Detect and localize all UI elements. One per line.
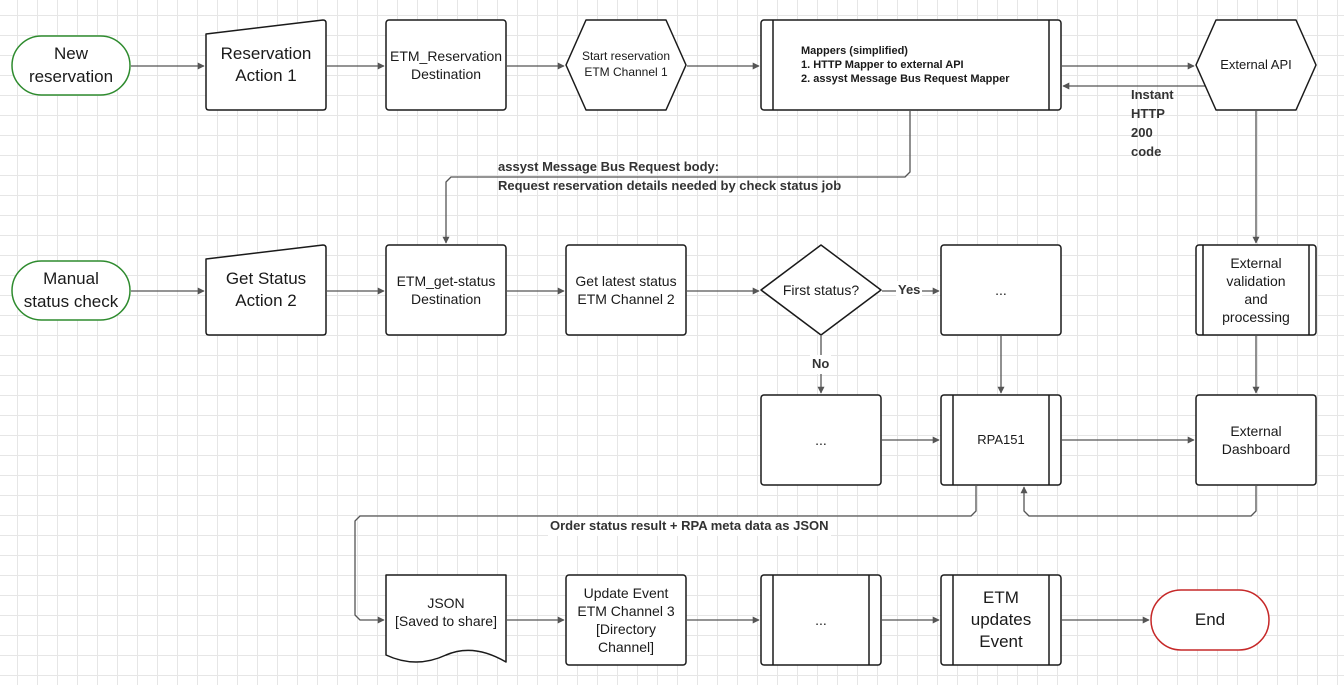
node-etm-get-status-destination (385, 244, 507, 336)
node-external-api (1195, 19, 1317, 111)
node-end (1150, 589, 1270, 651)
node-external-dashboard (1195, 394, 1317, 486)
edge-label-order-status: Order status result + RPA meta data as J… (548, 517, 831, 536)
node-subprocess-ellipsis (760, 574, 882, 666)
node-update-event-channel (565, 574, 687, 666)
node-reservation-action (205, 19, 327, 111)
node-get-latest-status-channel (565, 244, 687, 336)
edge-mappers-to-get-status-destination (442, 111, 911, 244)
node-mappers (760, 19, 1062, 111)
edge-label-yes: Yes (896, 281, 923, 300)
node-json-document (385, 574, 507, 663)
node-etm-reservation-destination (385, 19, 507, 111)
node-rpa151 (940, 394, 1062, 486)
edge-label-bus-request-body: assyst Message Bus Request body:Request … (498, 159, 842, 193)
node-get-status-action (205, 244, 327, 336)
node-no-branch-process (760, 394, 882, 486)
edge-layer (131, 62, 1260, 624)
node-new-reservation (11, 35, 131, 96)
edge-label-no: No (810, 355, 832, 374)
edge-dashboard-to-rpa151 (1020, 486, 1257, 517)
node-manual-status-check (11, 260, 131, 321)
node-start-reservation-channel (565, 19, 687, 111)
node-etm-updates-event (940, 574, 1062, 666)
node-external-validation (1195, 244, 1317, 336)
node-yes-branch-process (940, 244, 1062, 336)
edge-rpa151-to-json (354, 486, 977, 624)
node-first-status-decision (760, 244, 882, 336)
node-layer (11, 19, 1317, 666)
